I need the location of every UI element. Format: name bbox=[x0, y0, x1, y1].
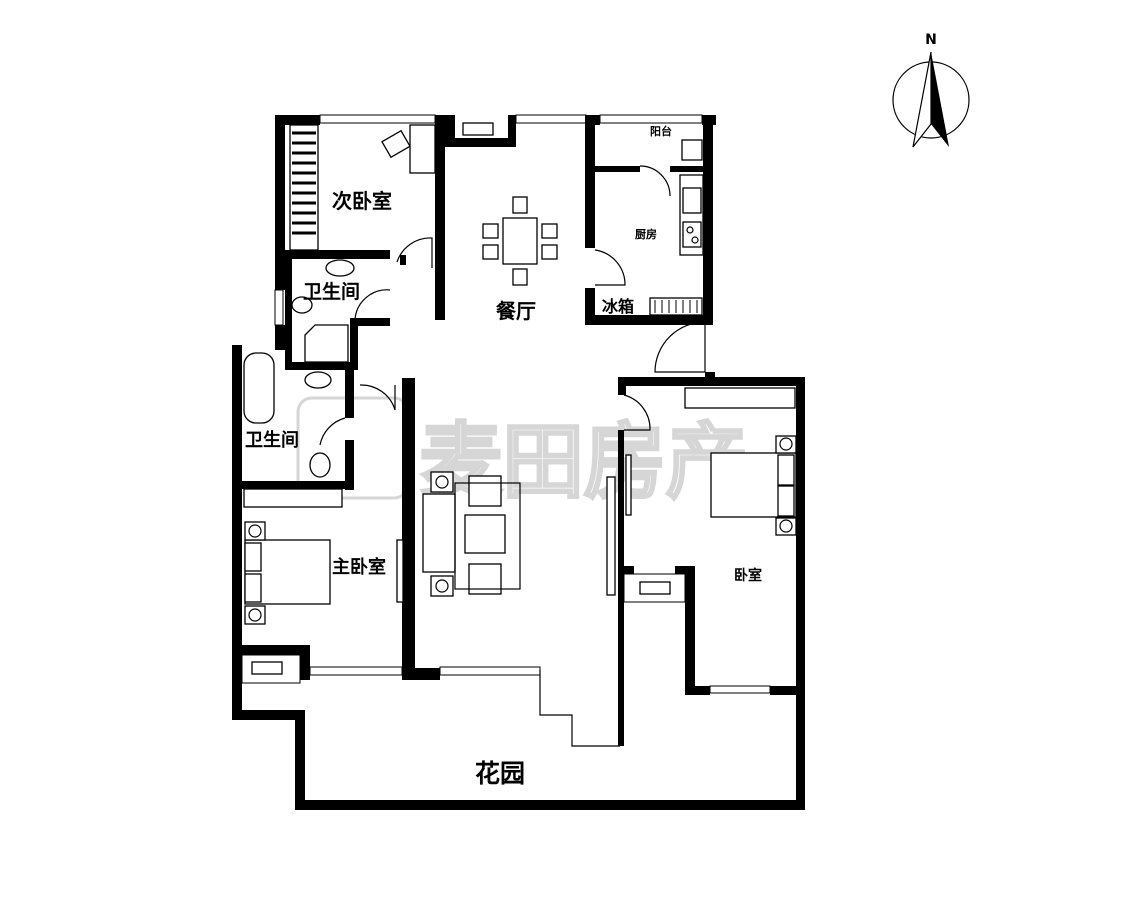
washbasin-icon bbox=[325, 259, 355, 277]
label-bedroom: 卧室 bbox=[734, 567, 762, 584]
tv-cabinet-icon bbox=[606, 476, 616, 596]
wardrobe-icon bbox=[243, 488, 343, 508]
washer-icon bbox=[681, 139, 703, 161]
label-dining: 餐厅 bbox=[496, 299, 536, 323]
toilet-icon bbox=[309, 452, 331, 478]
bed-icon bbox=[710, 435, 797, 536]
compass-icon: N bbox=[892, 32, 970, 148]
label-second-bedroom: 次卧室 bbox=[332, 189, 392, 213]
label-garden: 花园 bbox=[475, 759, 525, 788]
furniture bbox=[243, 122, 797, 675]
shower-icon bbox=[304, 324, 349, 363]
label-master-bedroom: 主卧室 bbox=[332, 556, 386, 578]
ac-unit-icon bbox=[462, 122, 494, 136]
dining-table-icon bbox=[482, 196, 558, 286]
bathtub-icon bbox=[243, 352, 275, 424]
bed-icon bbox=[244, 521, 331, 625]
chair-icon bbox=[381, 129, 411, 159]
label-bathroom-1: 卫生间 bbox=[303, 280, 360, 303]
stove-icon bbox=[682, 221, 702, 248]
room-labels: 次卧室 餐厅 阳台 厨房 冰箱 卫生间 卫生间 主卧室 卧室 花园 bbox=[245, 124, 762, 788]
sliding-door bbox=[396, 539, 404, 603]
sink-icon bbox=[682, 187, 702, 214]
wardrobe-icon bbox=[289, 124, 319, 251]
washbasin-icon bbox=[304, 371, 332, 389]
desk-icon bbox=[409, 124, 436, 174]
toilet-icon bbox=[291, 296, 313, 314]
walls bbox=[232, 114, 805, 810]
ac-unit-icon bbox=[639, 581, 671, 595]
ac-unit-icon bbox=[251, 661, 283, 675]
compass-north-label: N bbox=[925, 32, 937, 48]
label-fridge: 冰箱 bbox=[602, 297, 634, 316]
sofa-set-icon bbox=[422, 471, 521, 597]
wardrobe-icon bbox=[684, 387, 796, 409]
label-balcony: 阳台 bbox=[650, 124, 672, 138]
watermark: 麦田房产 bbox=[296, 396, 750, 512]
doors bbox=[319, 165, 706, 446]
label-bathroom-2: 卫生间 bbox=[245, 429, 299, 451]
label-kitchen: 厨房 bbox=[635, 227, 657, 241]
